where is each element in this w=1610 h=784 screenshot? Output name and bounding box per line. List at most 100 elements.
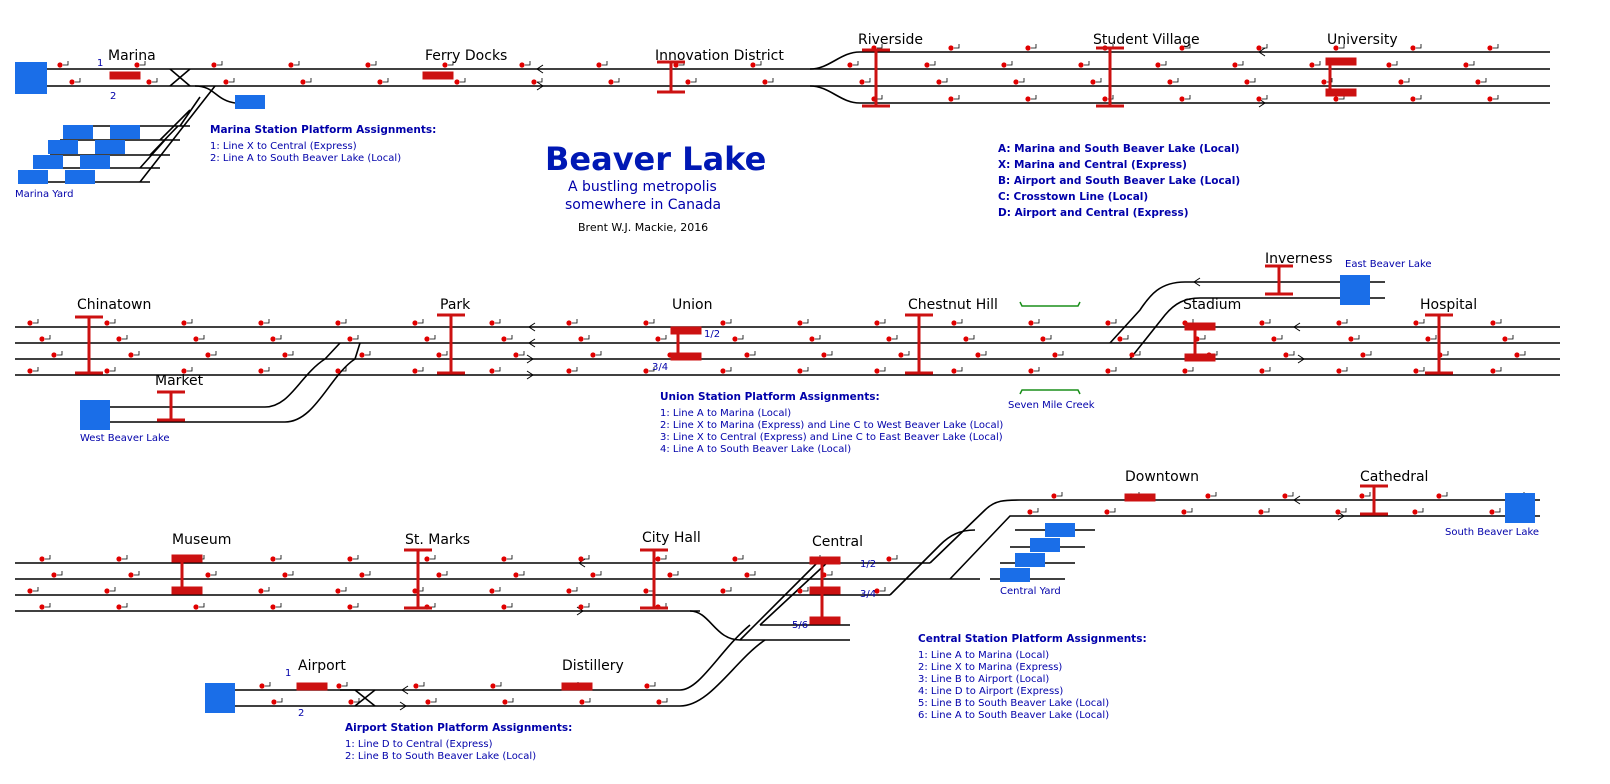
signal-light bbox=[1348, 336, 1354, 342]
signal-post bbox=[1034, 367, 1040, 372]
station-cathedral[interactable]: Cathedral bbox=[1360, 469, 1428, 485]
legend-item: D: Airport and Central (Express) bbox=[998, 207, 1189, 219]
signal-light bbox=[1028, 320, 1034, 326]
station-union[interactable]: Union bbox=[672, 297, 712, 313]
station-innovation-district[interactable]: Innovation District bbox=[655, 48, 784, 64]
legend-item: B: Airport and South Beaver Lake (Local) bbox=[998, 175, 1240, 187]
signal-post bbox=[264, 319, 270, 324]
signal-light bbox=[39, 336, 45, 342]
signal-light bbox=[436, 352, 442, 358]
signal-post bbox=[341, 367, 347, 372]
signal-post bbox=[33, 367, 39, 372]
signal-light bbox=[720, 588, 726, 594]
signal-light bbox=[270, 604, 276, 610]
signal-light bbox=[566, 320, 572, 326]
signal-light bbox=[951, 368, 957, 374]
platform-bridges bbox=[75, 46, 1453, 620]
platform-num: 2 bbox=[110, 91, 116, 102]
signal-light bbox=[531, 79, 537, 85]
signal-light bbox=[1490, 320, 1496, 326]
signal-post bbox=[1342, 319, 1348, 324]
signal-post bbox=[880, 587, 886, 592]
station-city-hall[interactable]: City Hall bbox=[642, 530, 701, 546]
signal-post bbox=[572, 367, 578, 372]
signal-post bbox=[353, 335, 359, 340]
signal-light bbox=[104, 368, 110, 374]
signal-light bbox=[1052, 352, 1058, 358]
signal-post bbox=[75, 78, 81, 83]
signal-post bbox=[57, 571, 63, 576]
signal-post bbox=[110, 587, 116, 592]
signal-light bbox=[300, 79, 306, 85]
signal-light bbox=[489, 368, 495, 374]
station-marina[interactable]: Marina bbox=[108, 48, 156, 64]
signal-light bbox=[104, 588, 110, 594]
central-assignments: Central Station Platform Assignments: 1:… bbox=[918, 633, 1147, 721]
signal-light bbox=[655, 336, 661, 342]
signal-light bbox=[643, 320, 649, 326]
signal-light bbox=[1336, 368, 1342, 374]
station-distillery[interactable]: Distillery bbox=[562, 658, 624, 674]
yard-label-marina: Marina Yard bbox=[15, 189, 73, 200]
signal-post bbox=[508, 698, 514, 703]
station-stadium[interactable]: Stadium bbox=[1183, 297, 1241, 313]
signal-light bbox=[259, 683, 265, 689]
signal-post bbox=[187, 319, 193, 324]
signal-light bbox=[1078, 62, 1084, 68]
signal-post bbox=[1431, 335, 1437, 340]
signal-light bbox=[258, 368, 264, 374]
signal-post bbox=[33, 587, 39, 592]
signal-post bbox=[1508, 335, 1514, 340]
station-museum[interactable]: Museum bbox=[172, 532, 231, 548]
station-park[interactable]: Park bbox=[440, 297, 471, 313]
station-downtown[interactable]: Downtown bbox=[1125, 469, 1199, 485]
signal-light bbox=[258, 588, 264, 594]
legend-item: A: Marina and South Beaver Lake (Local) bbox=[998, 143, 1240, 155]
station-student-village[interactable]: Student Village bbox=[1093, 32, 1200, 48]
signal-light bbox=[1283, 352, 1289, 358]
station-ferry-docks[interactable]: Ferry Docks bbox=[425, 48, 507, 64]
signal-light bbox=[655, 556, 661, 562]
station-market[interactable]: Market bbox=[155, 373, 204, 389]
signal-light bbox=[1104, 509, 1110, 515]
station-chestnut-hill[interactable]: Chestnut Hill bbox=[908, 297, 998, 313]
station-st-marks[interactable]: St. Marks bbox=[405, 532, 470, 548]
lines-legend: A: Marina and South Beaver Lake (Local) … bbox=[998, 143, 1240, 219]
signal-post bbox=[525, 61, 531, 66]
signal-light bbox=[442, 62, 448, 68]
station-airport[interactable]: Airport bbox=[298, 658, 346, 674]
signal-light bbox=[412, 588, 418, 594]
station-hospital[interactable]: Hospital bbox=[1420, 297, 1477, 313]
signal-light bbox=[732, 336, 738, 342]
signal-post bbox=[1341, 508, 1347, 513]
signal-light bbox=[347, 336, 353, 342]
signal-post bbox=[371, 61, 377, 66]
station-chinatown[interactable]: Chinatown bbox=[77, 297, 151, 313]
signal-light bbox=[578, 556, 584, 562]
signal-post bbox=[661, 335, 667, 340]
signal-light bbox=[51, 572, 57, 578]
signal-post bbox=[954, 95, 960, 100]
signal-light bbox=[519, 62, 525, 68]
signal-post bbox=[1419, 367, 1425, 372]
station-university[interactable]: University bbox=[1327, 32, 1398, 48]
yard-label-central: Central Yard bbox=[1000, 586, 1061, 597]
signal-post bbox=[537, 78, 543, 83]
signal-light bbox=[644, 683, 650, 689]
signal-light bbox=[1259, 368, 1265, 374]
station-riverside[interactable]: Riverside bbox=[858, 32, 923, 48]
signal-light bbox=[211, 62, 217, 68]
signal-light bbox=[271, 699, 277, 705]
signal-light bbox=[579, 699, 585, 705]
signal-light bbox=[57, 62, 63, 68]
station-central[interactable]: Central bbox=[812, 534, 863, 550]
signal-post bbox=[981, 351, 987, 356]
station-inverness[interactable]: Inverness bbox=[1265, 251, 1332, 267]
signal-post bbox=[1135, 351, 1141, 356]
signal-post bbox=[1033, 508, 1039, 513]
signal-light bbox=[336, 683, 342, 689]
signal-post bbox=[650, 682, 656, 687]
signal-post bbox=[1365, 492, 1371, 497]
signal-light bbox=[490, 683, 496, 689]
assign-item: 1: Line X to Central (Express) bbox=[210, 141, 357, 152]
